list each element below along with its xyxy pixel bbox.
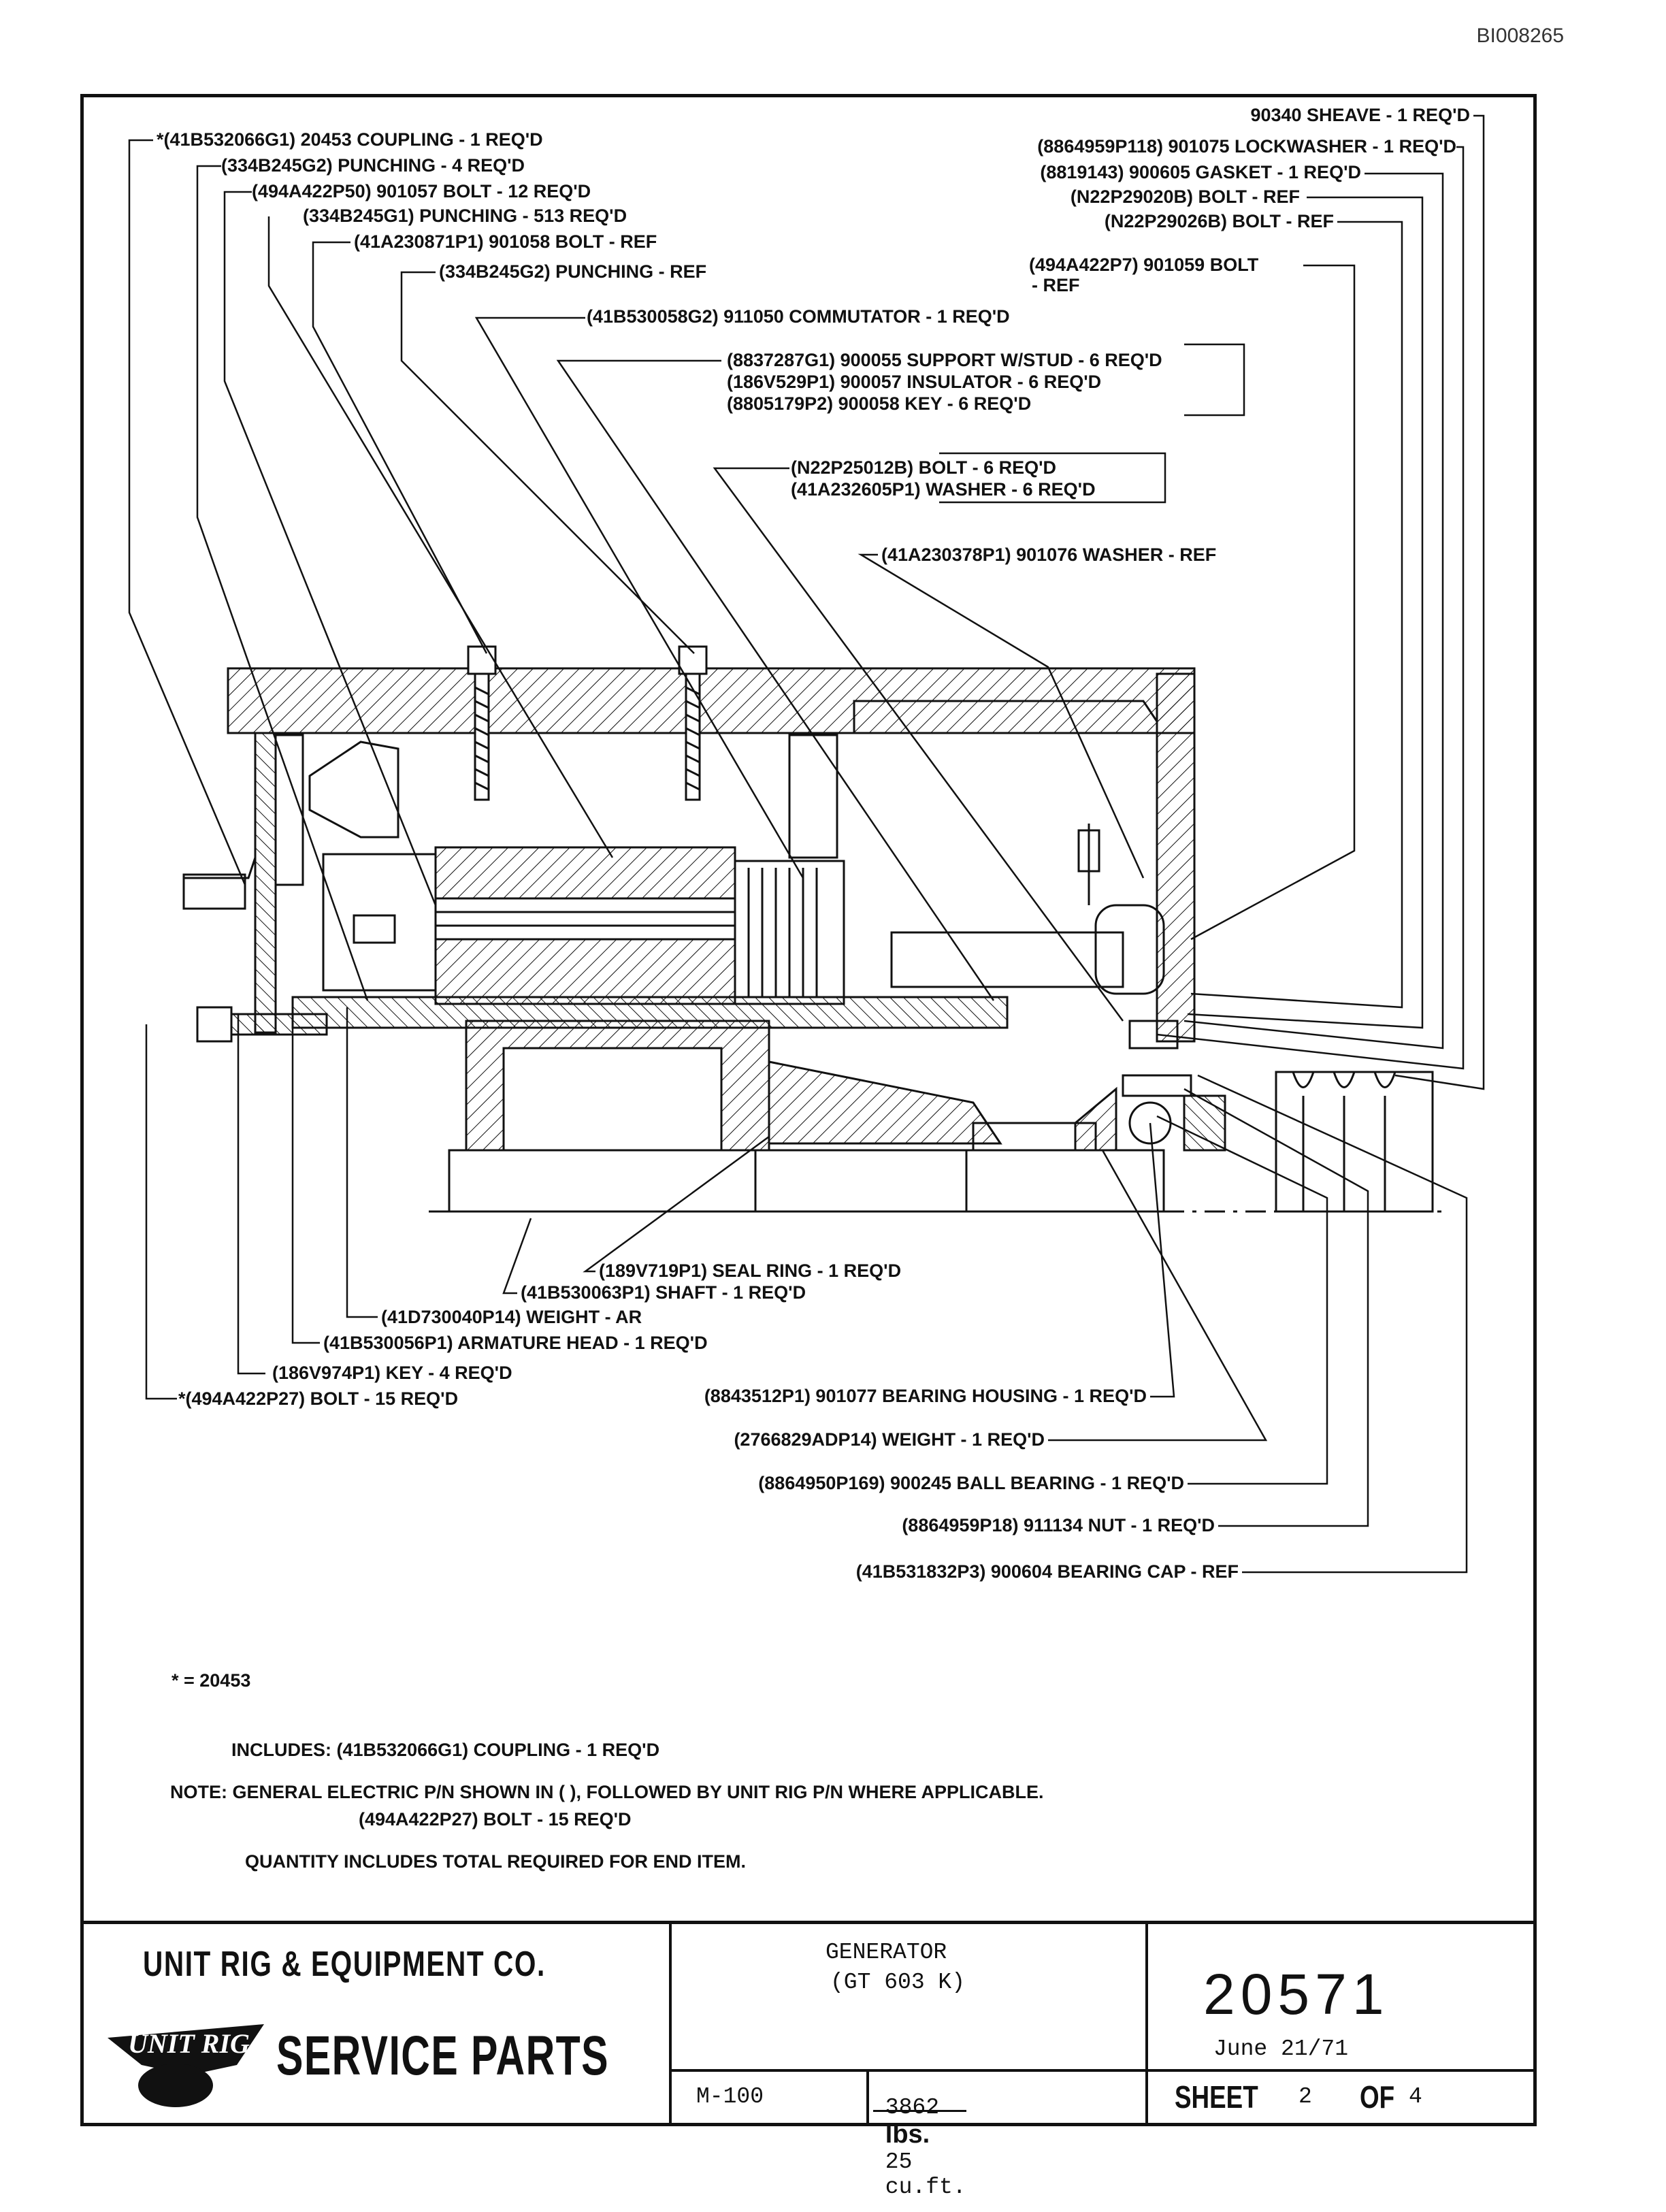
callout-armature-head: (41B530056P1) ARMATURE HEAD - 1 REQ'D	[323, 1333, 708, 1353]
callout-weight-1: (2766829ADP14) WEIGHT - 1 REQ'D	[734, 1429, 1045, 1450]
callout-bolt-n22p29026b: (N22P29026B) BOLT - REF	[1105, 211, 1334, 231]
callout-bolt-n22p29020b: (N22P29020B) BOLT - REF	[1071, 186, 1300, 207]
callout-bolt-12: (494A422P50) 901057 BOLT - 12 REQ'D	[252, 181, 591, 201]
brush-rigging-ring	[1094, 904, 1165, 995]
callout-support: (8837287G1) 900055 SUPPORT W/STUD - 6 RE…	[727, 350, 1162, 370]
callout-seal-ring: (189V719P1) SEAL RING - 1 REQ'D	[599, 1260, 901, 1281]
note-line1: NOTE: GENERAL ELECTRIC P/N SHOWN IN ( ),…	[170, 1782, 1044, 1802]
callout-nut: (8864959P18) 911134 NUT - 1 REQ'D	[902, 1515, 1215, 1535]
sheet-number: 2	[1298, 2084, 1312, 2109]
callout-lockwasher: (8864959P118) 901075 LOCKWASHER - 1 REQ'…	[1037, 136, 1456, 157]
spider	[465, 1020, 770, 1152]
callout-coupling: *(41B532066G1) 20453 COUPLING - 1 REQ'D	[157, 129, 543, 150]
sheet-label: SHEET	[1175, 2079, 1258, 2115]
service-parts-label: SERVICE PARTS	[276, 2025, 609, 2087]
callout-shaft: (41B530063P1) SHAFT - 1 REQ'D	[521, 1282, 806, 1303]
of-label: OF	[1360, 2079, 1395, 2115]
weight-volume: 3862 lbs. 25 cu.ft.	[873, 2083, 966, 2200]
unit-rig-logo: UNIT RIG	[108, 2024, 264, 2107]
end-bell-wall	[1156, 672, 1196, 1043]
generator-cross-section	[182, 645, 1450, 1213]
callout-weight-ar: (41D730040P14) WEIGHT - AR	[381, 1307, 642, 1327]
callout-commutator: (41B530058G2) 911050 COMMUTATOR - 1 REQ'…	[587, 306, 1010, 327]
callout-key: (8805179P2) 900058 KEY - 6 REQ'D	[727, 393, 1031, 414]
footnote-line3: (494A422P27) BOLT - 15 REQ'D	[359, 1809, 632, 1829]
note-line2: QUANTITY INCLUDES TOTAL REQUIRED FOR END…	[245, 1851, 747, 1872]
callout-bearing-cap: (41B531832P3) 900604 BEARING CAP - REF	[856, 1561, 1239, 1582]
left-end-bolt	[196, 1006, 233, 1043]
weight-value: 3862	[885, 2095, 939, 2120]
title-block: UNIT RIG & EQUIPMENT CO. UNIT RIG SERVIC…	[80, 1921, 1537, 2200]
callout-bolt-15: *(494A422P27) BOLT - 15 REQ'D	[178, 1388, 458, 1409]
footnote-line1: * = 20453	[172, 1670, 251, 1691]
callout-insulator: (186V529P1) 900057 INSULATOR - 6 REQ'D	[727, 372, 1101, 392]
volume-unit: cu.ft.	[885, 2175, 966, 2200]
callout-punching-ref: (334B245G2) PUNCHING - REF	[439, 261, 706, 282]
callout-box-support: (8837287G1) 900055 SUPPORT W/STUD - 6 RE…	[727, 350, 1162, 414]
callout-washer-ref: (41A230378P1) 901076 WASHER - REF	[881, 544, 1216, 565]
callout-bolt-ref: (41A230871P1) 901058 BOLT - REF	[354, 231, 657, 252]
callout-ball-bearing: (8864950P169) 900245 BALL BEARING - 1 RE…	[758, 1473, 1184, 1493]
footnote-line2: INCLUDES: (41B532066G1) COUPLING - 1 REQ…	[231, 1740, 660, 1760]
callout-gasket: (8819143) 900605 GASKET - 1 REQ'D	[1040, 162, 1361, 182]
left-end-housing	[254, 732, 277, 1034]
callout-bolt-494a422p7: (494A422P7) 901059 BOLT	[1029, 255, 1259, 275]
exploded-assembly-drawing: *(41B532066G1) 20453 COUPLING - 1 REQ'D …	[128, 105, 1485, 1582]
callouts-top-right: 90340 SHEAVE - 1 REQ'D (8864959P118) 901…	[1029, 105, 1470, 295]
callout-bolt-ref-2: - REF	[1032, 275, 1080, 295]
logo-text: UNIT RIG	[128, 2028, 250, 2059]
drawing-frame	[80, 94, 1537, 2126]
volume-value: 25	[885, 2149, 913, 2175]
armature-head	[322, 853, 437, 992]
top-bolt-right	[678, 645, 708, 801]
callouts-bottom-right: (8843512P1) 901077 BEARING HOUSING - 1 R…	[704, 1386, 1239, 1582]
pole-right	[788, 734, 838, 859]
drawing-number: 20571	[1203, 1962, 1390, 2026]
shaft-lower	[448, 1149, 1165, 1213]
description-line2: (GT 603 K)	[830, 1970, 966, 1995]
general-note: NOTE: GENERAL ELECTRIC P/N SHOWN IN ( ),…	[170, 1734, 1044, 1896]
leader-lines	[128, 114, 1485, 1574]
form-number: M-100	[696, 2084, 764, 2109]
description-line1: GENERATOR	[826, 1940, 947, 1965]
document-id: BI008265	[1476, 25, 1564, 47]
sheave	[1275, 1071, 1434, 1213]
brush-holder	[890, 931, 1124, 988]
callout-key-4: (186V974P1) KEY - 4 REQ'D	[272, 1363, 512, 1383]
callout-bearing-housing: (8843512P1) 901077 BEARING HOUSING - 1 R…	[704, 1386, 1147, 1406]
drawing-date: June 21/71	[1213, 2036, 1349, 2062]
footnote: * = 20453 INCLUDES: (41B532066G1) COUPLI…	[172, 1623, 659, 1854]
nut	[1128, 1020, 1179, 1050]
callout-punching-513: (334B245G1) PUNCHING - 513 REQ'D	[303, 206, 627, 226]
callouts-top-left: *(41B532066G1) 20453 COUPLING - 1 REQ'D …	[157, 129, 1010, 327]
callout-punching-4: (334B245G2) PUNCHING - 4 REQ'D	[221, 155, 525, 176]
company-name: UNIT RIG & EQUIPMENT CO.	[143, 1945, 546, 1984]
callout-box-bolt-washer: (N22P25012B) BOLT - 6 REQ'D (41A232605P1…	[791, 457, 1096, 500]
callout-sheave: 90340 SHEAVE - 1 REQ'D	[1250, 105, 1470, 125]
callout-bolt-6: (N22P25012B) BOLT - 6 REQ'D	[791, 457, 1056, 478]
top-bolt-left	[467, 645, 497, 801]
sheet-total: 4	[1409, 2084, 1422, 2109]
callout-washer-6: (41A232605P1) WASHER - 6 REQ'D	[791, 479, 1096, 500]
pole-left	[308, 741, 399, 839]
callouts-bottom-left: (189V719P1) SEAL RING - 1 REQ'D (41B5300…	[178, 1260, 901, 1409]
bearing-cap	[1122, 1074, 1192, 1097]
weight-unit: lbs.	[885, 2120, 930, 2149]
bearing-housing	[1074, 1086, 1117, 1152]
